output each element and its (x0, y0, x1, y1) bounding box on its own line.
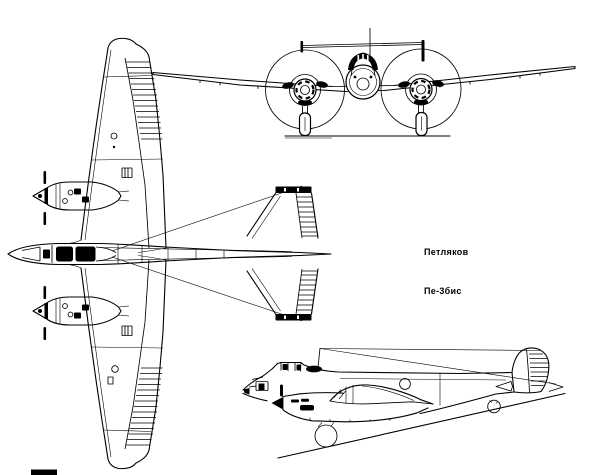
aircraft-label-line2: Пе-3бис (424, 286, 462, 296)
scale-bar (31, 469, 57, 475)
side-view-drawing (242, 347, 566, 459)
aircraft-label-line1: Петляков (424, 247, 469, 257)
aircraft-label: Петляков Пе-3бис (424, 220, 468, 311)
plan-view-drawing (7, 37, 332, 470)
front-view-drawing (152, 28, 576, 139)
